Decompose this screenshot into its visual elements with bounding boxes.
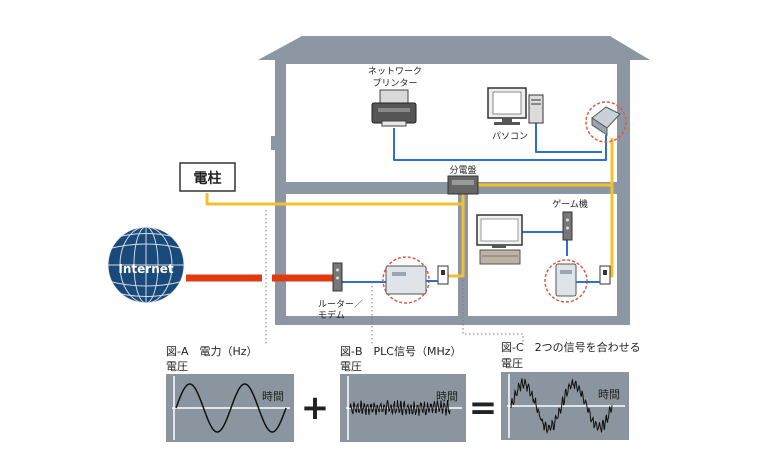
room-lower-left xyxy=(286,194,458,316)
panel-c-xlabel: 時間 xyxy=(598,388,620,401)
panel-a: 図-A 電力（Hz） 電圧 時間 xyxy=(166,345,294,442)
house-roof xyxy=(258,36,650,60)
panel-c-ylabel: 電圧 xyxy=(501,357,523,370)
panel-c: 図-C 2つの信号を合わせる 電圧 時間 xyxy=(501,340,641,440)
plus-sign: + xyxy=(301,388,330,428)
panel-c-title: 図-C 2つの信号を合わせる xyxy=(501,340,641,354)
network-printer-icon: ネットワーク プリンター xyxy=(368,66,422,127)
house-chimney xyxy=(271,136,277,150)
outlet-router-icon xyxy=(437,265,449,285)
panel-a-xlabel: 時間 xyxy=(262,390,284,403)
internet-label: Internet xyxy=(118,262,173,276)
power-lines xyxy=(205,138,614,278)
guide-lines xyxy=(265,200,524,345)
panel-a-title: 図-A 電力（Hz） xyxy=(166,345,258,358)
pole-to-breaker-line xyxy=(205,193,465,206)
plc-adapter-router-icon xyxy=(382,256,430,304)
router-label-line2: モデム xyxy=(318,309,345,321)
panel-b: 図-B PLC信号（MHz） 電圧 時間 xyxy=(340,345,466,442)
breaker-panel: 分電盤 xyxy=(447,164,479,195)
panel-c-waveform xyxy=(510,378,613,435)
printer-cable xyxy=(393,128,607,161)
pole-box: 電柱 xyxy=(179,162,236,192)
pc-icon: パソコン xyxy=(487,87,544,142)
lan-cables xyxy=(342,123,607,283)
plc-adapter-game-icon xyxy=(544,259,588,303)
pole-label: 電柱 xyxy=(194,170,222,187)
breaker-label: 分電盤 xyxy=(449,164,476,176)
router-icon: ルーター／ モデム xyxy=(318,262,363,321)
internet-globe: Internet xyxy=(107,226,185,304)
panel-a-waveform xyxy=(175,383,287,433)
panel-b-ylabel: 電圧 xyxy=(340,360,362,373)
room-upper xyxy=(286,64,617,182)
plc-adapter-upper-icon xyxy=(585,101,627,143)
panel-b-waveform xyxy=(349,400,451,416)
panel-b-title: 図-B PLC信号（MHz） xyxy=(340,345,462,358)
game-label: ゲーム機 xyxy=(552,198,588,210)
pc-label: パソコン xyxy=(492,131,528,142)
equals-sign: = xyxy=(469,388,498,428)
left-outlet-line xyxy=(446,204,465,278)
panel-b-xlabel: 時間 xyxy=(436,390,458,403)
game-console-icon: ゲーム機 xyxy=(552,198,588,241)
panel-a-ylabel: 電圧 xyxy=(166,360,188,373)
outlet-game-icon xyxy=(599,265,611,285)
printer-label-line1: ネットワーク xyxy=(368,66,422,77)
router-label-line1: ルーター／ xyxy=(318,299,363,310)
tv-icon xyxy=(476,214,523,265)
printer-label-line2: プリンター xyxy=(372,78,417,89)
pc-cable xyxy=(535,123,602,153)
